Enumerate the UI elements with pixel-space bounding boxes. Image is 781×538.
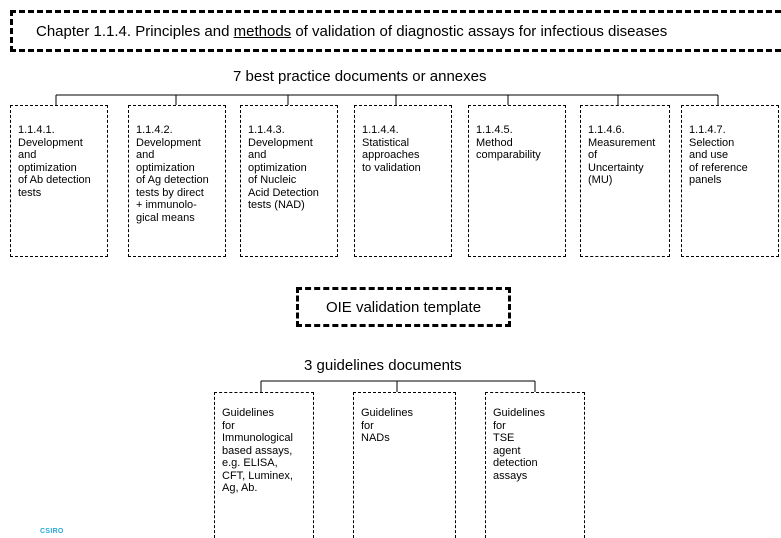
annex-label-7: 1.1.4.7. Selection and use of reference … bbox=[689, 124, 748, 186]
guideline-label-2: Guidelines for NADs bbox=[361, 407, 413, 444]
annex-box-7 bbox=[681, 105, 779, 257]
annex-box-5 bbox=[468, 105, 566, 257]
annex-label-6: 1.1.4.6. Measurement of Uncertainty (MU) bbox=[588, 124, 656, 186]
chapter-title: Chapter 1.1.4. Principles and methods of… bbox=[36, 23, 667, 40]
chapter-title-prefix: Chapter 1.1.4. Principles and bbox=[36, 23, 234, 40]
annex-label-2: 1.1.4.2. Development and optimization of… bbox=[136, 124, 209, 224]
validation-template-box: OIE validation template bbox=[296, 287, 511, 327]
annex-box-2 bbox=[128, 105, 226, 257]
annex-label-1: 1.1.4.1. Development and optimization of… bbox=[18, 124, 91, 199]
chapter-title-suffix: of validation of diagnostic assays for i… bbox=[291, 23, 668, 40]
guideline-label-1: Guidelines for Immunological based assay… bbox=[222, 407, 293, 494]
guideline-box-1 bbox=[214, 392, 314, 538]
annex-label-4: 1.1.4.4. Statistical approaches to valid… bbox=[362, 124, 421, 174]
chapter-title-box bbox=[10, 10, 781, 52]
best-practice-heading: 7 best practice documents or annexes bbox=[233, 68, 487, 85]
annex-label-5: 1.1.4.5. Method comparability bbox=[476, 124, 541, 161]
validation-template-label: OIE validation template bbox=[325, 299, 482, 316]
annex-box-1 bbox=[10, 105, 108, 257]
guidelines-heading: 3 guidelines documents bbox=[304, 357, 462, 374]
chapter-title-methods: methods bbox=[233, 23, 292, 40]
annex-box-6 bbox=[580, 105, 670, 257]
annex-label-3: 1.1.4.3. Development and optimization of… bbox=[248, 124, 319, 211]
guideline-label-3: Guidelines for TSE agent detection assay… bbox=[493, 407, 545, 482]
csiro-logo: CSIRO bbox=[40, 528, 64, 535]
annex-box-4 bbox=[354, 105, 452, 257]
guideline-box-2 bbox=[353, 392, 456, 538]
annex-box-3 bbox=[240, 105, 338, 257]
guideline-box-3 bbox=[485, 392, 585, 538]
